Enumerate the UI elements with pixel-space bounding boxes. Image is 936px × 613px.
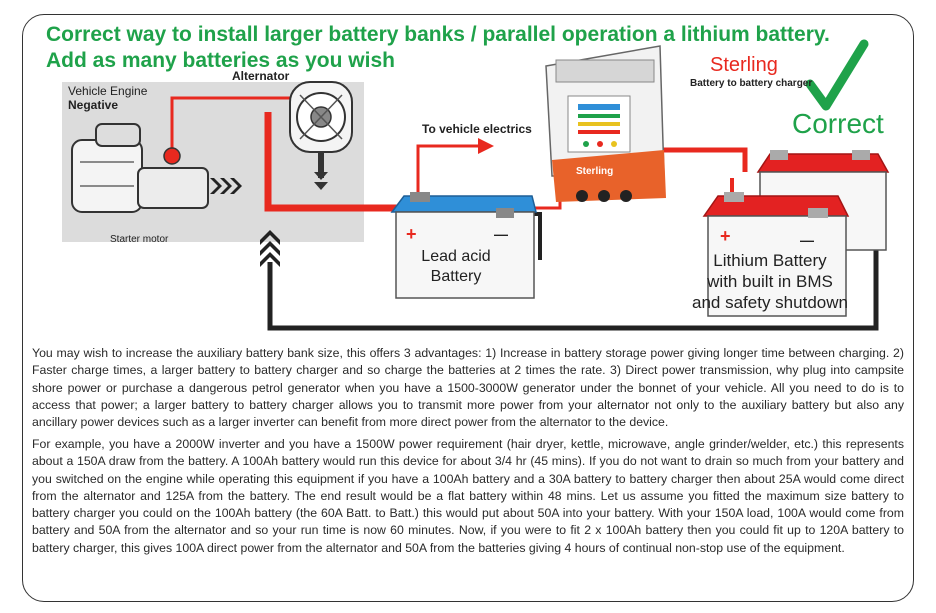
wiring-diagram: [62, 39, 890, 331]
chevron-right-icon: [210, 178, 242, 194]
arrow-right-icon: [478, 138, 494, 154]
alternator-icon: [289, 81, 353, 190]
lithium-battery-front: [702, 192, 850, 317]
lead-acid-minus: —: [494, 226, 508, 242]
engine-label-line-1: Vehicle Engine: [68, 84, 148, 98]
lithium-label-line-1: Lithium Battery: [713, 251, 827, 270]
alternator-label: Alternator: [232, 69, 290, 83]
lead-acid-plus: +: [406, 224, 417, 244]
title-line-1: Correct way to install larger battery ba…: [46, 23, 830, 46]
vehicle-electrics-label: To vehicle electrics: [422, 122, 532, 136]
vehicle-electrics-wire: [416, 144, 480, 208]
charger-output-wire: [662, 147, 748, 172]
starter-motor-label: Starter motor: [110, 234, 169, 245]
title-line-2: Add as many batteries as you wish: [46, 49, 395, 72]
brand-name: Sterling: [710, 54, 778, 76]
starter-motor-icon: [71, 123, 209, 213]
charger-unit-icon: [545, 45, 666, 202]
paragraph-advantages: You may wish to increase the auxiliary b…: [32, 346, 904, 430]
lithium-label-line-2: with built in BMS: [707, 272, 833, 291]
charger-label: Battery to battery charger: [690, 78, 813, 89]
paragraph-example: For example, you have a 2000W inverter a…: [32, 437, 904, 555]
checkmark-icon: [805, 39, 869, 111]
lithium-minus: —: [800, 232, 814, 248]
lithium-plus: +: [720, 226, 731, 246]
alternator-wire: [170, 96, 300, 150]
page-title: Correct way to install larger battery ba…: [46, 22, 830, 74]
correct-label: Correct: [792, 108, 884, 139]
lead-acid-label-line-2: Battery: [430, 268, 482, 285]
chevron-up-icon: [260, 230, 280, 267]
charger-brand-plate: Sterling: [576, 166, 614, 177]
lead-acid-label-line-1: Lead acid: [421, 248, 491, 265]
lithium-label-line-3: and safety shutdown: [692, 293, 848, 312]
lead-acid-battery: [390, 192, 537, 299]
engine-label-line-2: Negative: [68, 98, 119, 112]
content-frame: [22, 14, 914, 602]
negative-wire-loop: [267, 232, 879, 331]
